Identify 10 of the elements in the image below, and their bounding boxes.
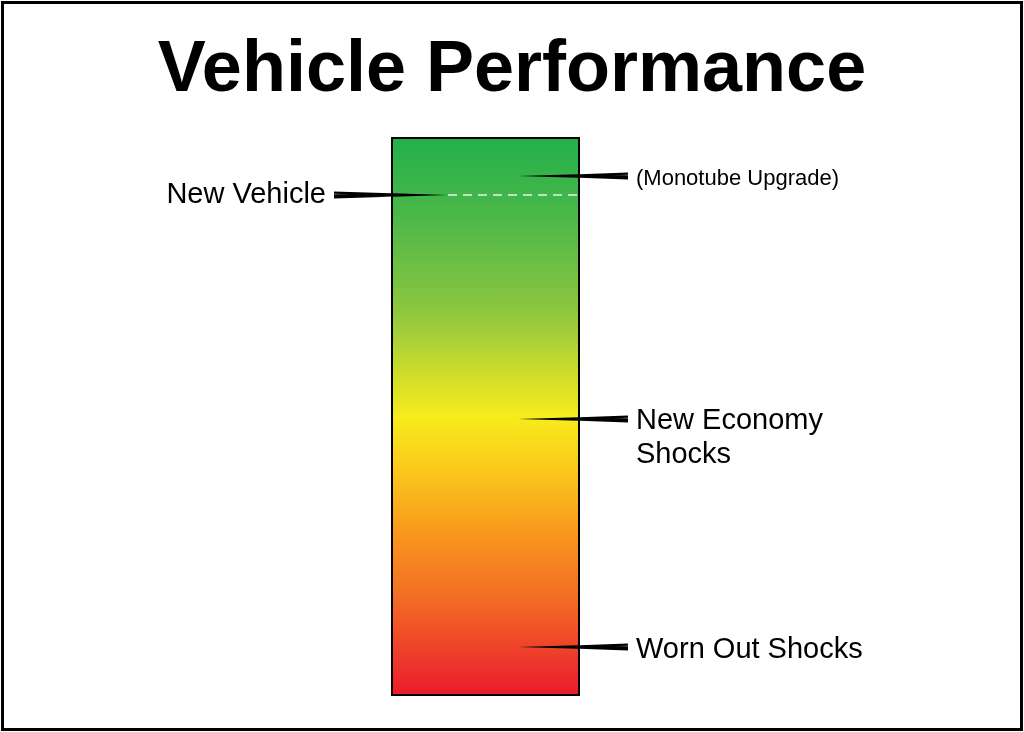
leader-line [333,191,392,199]
leader-line [579,415,629,423]
diagram-title: Vehicle Performance [156,25,868,108]
leader-line [579,643,629,651]
callout-label: New Economy Shocks [628,402,868,470]
callout-label: New Vehicle [166,176,334,210]
callout-label: Worn Out Shocks [628,631,863,665]
callout-label: (Monotube Upgrade) [628,164,839,191]
leader-line [579,172,629,180]
gradient-bar [391,137,580,696]
